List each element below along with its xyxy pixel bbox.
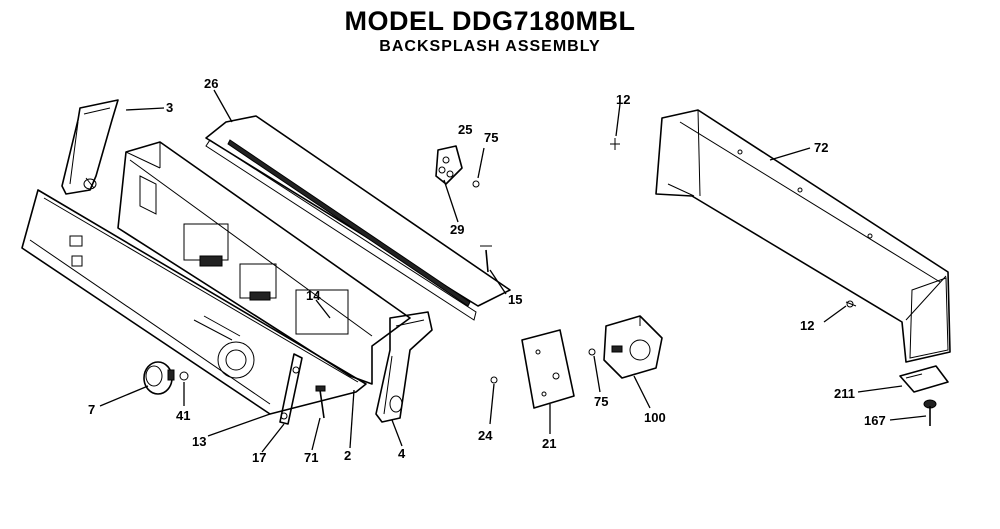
callout-75-top: 75 — [484, 130, 498, 145]
part-screw-71 — [315, 385, 326, 419]
callout-72: 72 — [814, 140, 828, 155]
part-screw-75-top — [472, 180, 480, 188]
callout-26: 26 — [204, 76, 218, 91]
part-rear-cover — [655, 109, 951, 363]
leader-lines — [99, 89, 927, 453]
diagram-title: MODEL DDG7180MBL — [344, 6, 636, 36]
part-screw-12-bottom — [845, 300, 857, 308]
callout-24: 24 — [478, 428, 493, 443]
part-screw-167 — [923, 399, 937, 426]
part-switch-bracket — [435, 145, 463, 185]
callout-71: 71 — [304, 450, 318, 465]
callout-3: 3 — [166, 100, 173, 115]
part-clip-41 — [179, 371, 189, 381]
callout-12-top: 12 — [616, 92, 630, 107]
callout-25: 25 — [458, 122, 472, 137]
callout-2: 2 — [344, 448, 351, 463]
callout-29: 29 — [450, 222, 464, 237]
part-screw-24 — [490, 376, 498, 384]
callout-14: 14 — [306, 288, 321, 303]
callout-15: 15 — [508, 292, 522, 307]
callout-4: 4 — [398, 446, 406, 461]
callout-12-bottom: 12 — [800, 318, 814, 333]
part-end-cap-left — [61, 99, 119, 195]
part-timer — [603, 315, 663, 379]
part-knob — [143, 361, 175, 395]
part-screw-75-bottom — [588, 348, 596, 356]
callout-7: 7 — [88, 402, 95, 417]
callout-21: 21 — [542, 436, 556, 451]
part-backsplash-frame — [117, 141, 411, 385]
diagram-subtitle: BACKSPLASH ASSEMBLY — [379, 38, 601, 55]
part-screw-12-top — [610, 138, 620, 150]
callout-13: 13 — [192, 434, 206, 449]
part-bracket-17 — [279, 353, 303, 425]
part-end-cap-right — [375, 311, 433, 423]
callout-211: 211 — [834, 386, 855, 401]
callout-167: 167 — [864, 413, 886, 428]
callout-75-bottom: 75 — [594, 394, 608, 409]
part-control-plate — [521, 329, 575, 409]
callout-41: 41 — [176, 408, 190, 423]
part-top-trim — [205, 115, 511, 321]
callout-100: 100 — [644, 410, 666, 425]
callout-17: 17 — [252, 450, 266, 465]
part-bracket-211 — [899, 365, 949, 393]
part-screw-15 — [480, 245, 492, 273]
